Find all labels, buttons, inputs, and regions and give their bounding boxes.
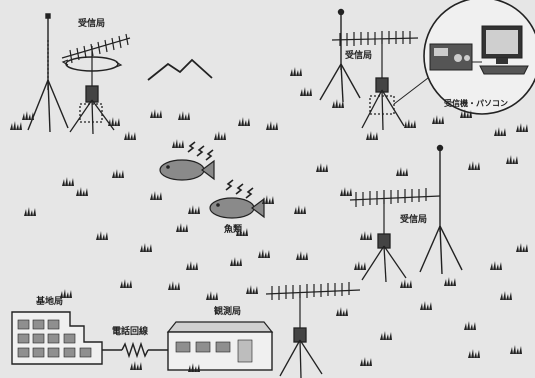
receiver-station-3	[350, 146, 462, 283]
grass-tuft-icon	[500, 291, 512, 300]
grass-tuft-icon	[172, 139, 184, 148]
grass-tuft-icon	[516, 243, 528, 252]
fish-2	[210, 180, 264, 218]
receiver-station-2-label: 受信局	[345, 52, 372, 61]
grass-tuft-icon	[400, 279, 412, 288]
grass-tufts	[10, 67, 528, 372]
yagi-antenna-icon	[350, 188, 440, 236]
yagi-antenna-icon	[266, 282, 360, 330]
grass-tuft-icon	[266, 121, 278, 130]
grass-tuft-icon	[76, 187, 88, 196]
radio-wave-icon	[188, 142, 213, 160]
grass-tuft-icon	[258, 249, 270, 258]
radio-receiver-icon	[430, 44, 472, 70]
tripod	[70, 86, 114, 134]
receiver-station-1-label: 受信局	[78, 20, 105, 29]
yagi-antenna-icon	[62, 34, 130, 88]
grass-tuft-icon	[360, 357, 372, 366]
fish-icon	[210, 198, 264, 218]
grass-tuft-icon	[178, 111, 190, 120]
grass-tuft-icon	[130, 361, 142, 370]
fish-icon	[160, 160, 214, 180]
grass-tuft-icon	[464, 321, 476, 330]
grass-tuft-icon	[506, 155, 518, 164]
fish-1	[160, 142, 214, 180]
grass-tuft-icon	[490, 261, 502, 270]
grass-tuft-icon	[124, 131, 136, 140]
grass-tuft-icon	[510, 345, 522, 354]
tall-mast	[28, 14, 68, 132]
grass-tuft-icon	[290, 67, 302, 76]
grass-tuft-icon	[214, 131, 226, 140]
grass-tuft-icon	[262, 195, 274, 204]
tall-mast	[420, 146, 462, 275]
receiver-station-3-label: 受信局	[400, 216, 427, 225]
grass-tuft-icon	[188, 205, 200, 214]
grass-tuft-icon	[468, 161, 480, 170]
tripod	[362, 78, 428, 130]
observation-station-building	[168, 322, 272, 370]
grass-tuft-icon	[404, 119, 416, 128]
grass-tuft-icon	[62, 177, 74, 186]
base-station-building	[12, 312, 102, 364]
observation-station-label: 観測局	[214, 308, 241, 317]
grass-tuft-icon	[140, 243, 152, 252]
grass-tuft-icon	[206, 291, 218, 300]
observation-station-antenna	[266, 282, 360, 378]
grass-tuft-icon	[366, 131, 378, 140]
grass-tuft-icon	[96, 231, 108, 240]
grass-tuft-icon	[332, 99, 344, 108]
computer-icon	[480, 26, 528, 74]
grass-tuft-icon	[22, 111, 34, 120]
grass-tuft-icon	[340, 187, 352, 196]
grass-tuft-icon	[230, 257, 242, 266]
grass-tuft-icon	[336, 307, 348, 316]
grass-tuft-icon	[468, 349, 480, 358]
grass-tuft-icon	[432, 115, 444, 124]
grass-tuft-icon	[444, 277, 456, 286]
grass-tuft-icon	[294, 205, 306, 214]
grass-tuft-icon	[316, 163, 328, 172]
grass-tuft-icon	[420, 301, 432, 310]
grass-tuft-icon	[120, 279, 132, 288]
grass-tuft-icon	[10, 121, 22, 130]
grass-tuft-icon	[516, 123, 528, 132]
grass-tuft-icon	[108, 117, 120, 126]
grass-tuft-icon	[176, 223, 188, 232]
grass-tuft-icon	[360, 231, 372, 240]
receiver-station-1	[28, 14, 130, 134]
receiver-pc-callout	[424, 0, 535, 114]
fish-label: 魚類	[224, 226, 242, 235]
grass-tuft-icon	[112, 169, 124, 178]
receiver-station-2	[320, 10, 428, 131]
mountain-icon	[148, 60, 212, 80]
grass-tuft-icon	[150, 191, 162, 200]
grass-tuft-icon	[396, 167, 408, 176]
grass-tuft-icon	[24, 207, 36, 216]
receiver-pc-label: 受信機・パソコン	[444, 100, 508, 108]
phone-line	[102, 344, 168, 356]
grass-tuft-icon	[380, 331, 392, 340]
radio-wave-icon	[226, 180, 253, 198]
grass-tuft-icon	[150, 109, 162, 118]
grass-tuft-icon	[186, 261, 198, 270]
grass-tuft-icon	[300, 87, 312, 96]
grass-tuft-icon	[296, 251, 308, 260]
grass-tuft-icon	[238, 117, 250, 126]
grass-tuft-icon	[354, 261, 366, 270]
tripod	[280, 328, 322, 378]
grass-tuft-icon	[246, 285, 258, 294]
base-station-label: 基地局	[36, 298, 63, 307]
grass-tuft-icon	[494, 127, 506, 136]
phone-line-label: 電話回線	[112, 328, 148, 337]
tripod	[362, 234, 406, 282]
grass-tuft-icon	[168, 281, 180, 290]
